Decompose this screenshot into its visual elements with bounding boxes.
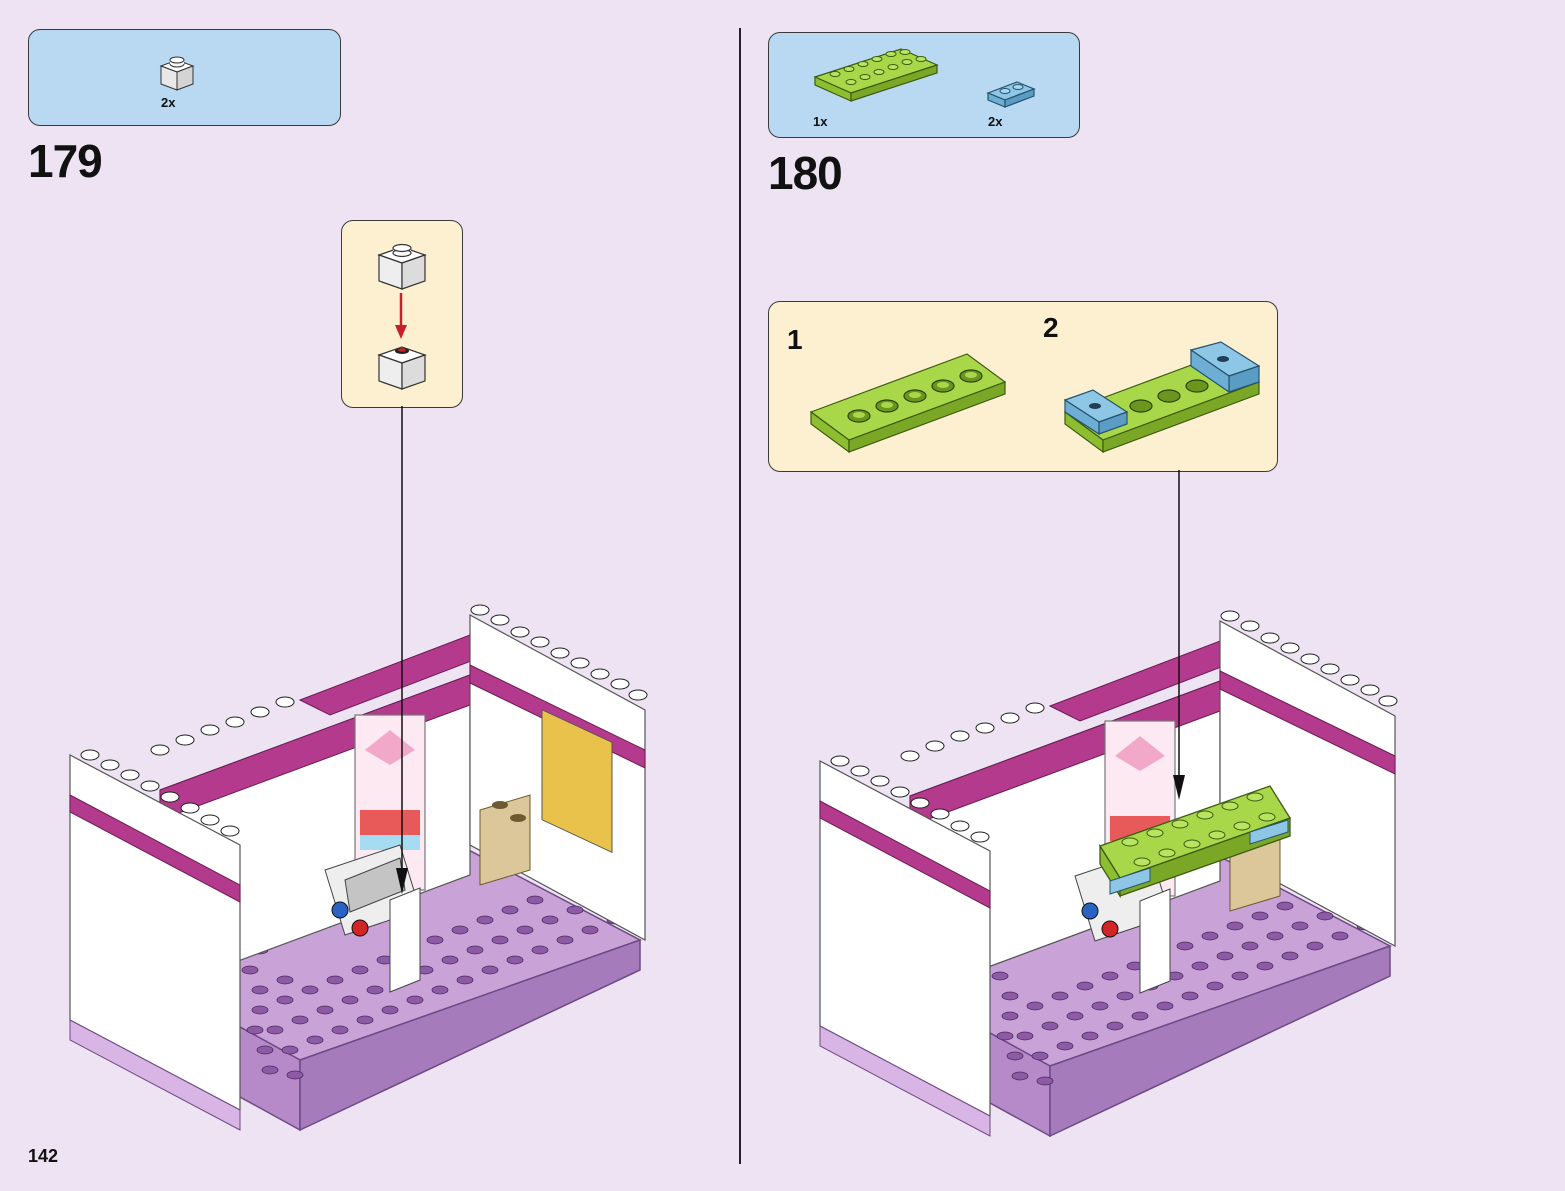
part-quantity: 2x: [988, 114, 1003, 129]
white-1x1-brick-icon: [377, 346, 427, 390]
page-divider: [739, 28, 741, 1164]
parts-list-step-180: 1x 2x: [768, 32, 1080, 138]
red-arrow-icon: [395, 293, 407, 339]
assembly-line: [396, 406, 408, 894]
model-assembly-step-179: [69, 604, 648, 1132]
subassembly-label-1: 1: [787, 324, 803, 355]
model-assembly-step-180: [819, 610, 1398, 1138]
part-quantity: 2x: [161, 95, 176, 110]
lime-plate-underside-icon: [809, 353, 1007, 454]
white-1x1-brick-icon: [377, 243, 427, 290]
callout-box-step-179: [341, 220, 463, 408]
lime-2x6-plate-icon: [813, 48, 939, 102]
assembly-line: [1173, 470, 1185, 800]
subassembly-label-2: 2: [1043, 312, 1059, 343]
white-1x1-brick-icon: [159, 56, 195, 91]
lime-plate-with-blue-plates-icon: [1063, 341, 1261, 454]
subassembly-box-step-180: 1 2: [768, 301, 1278, 472]
step-number-180: 180: [768, 147, 843, 199]
step-number-179: 179: [28, 135, 103, 187]
part-quantity: 1x: [813, 114, 828, 129]
light-blue-1x2-plate-icon: [986, 81, 1036, 108]
parts-list-step-179: 2x: [28, 29, 341, 126]
page-number: 142: [28, 1146, 59, 1166]
